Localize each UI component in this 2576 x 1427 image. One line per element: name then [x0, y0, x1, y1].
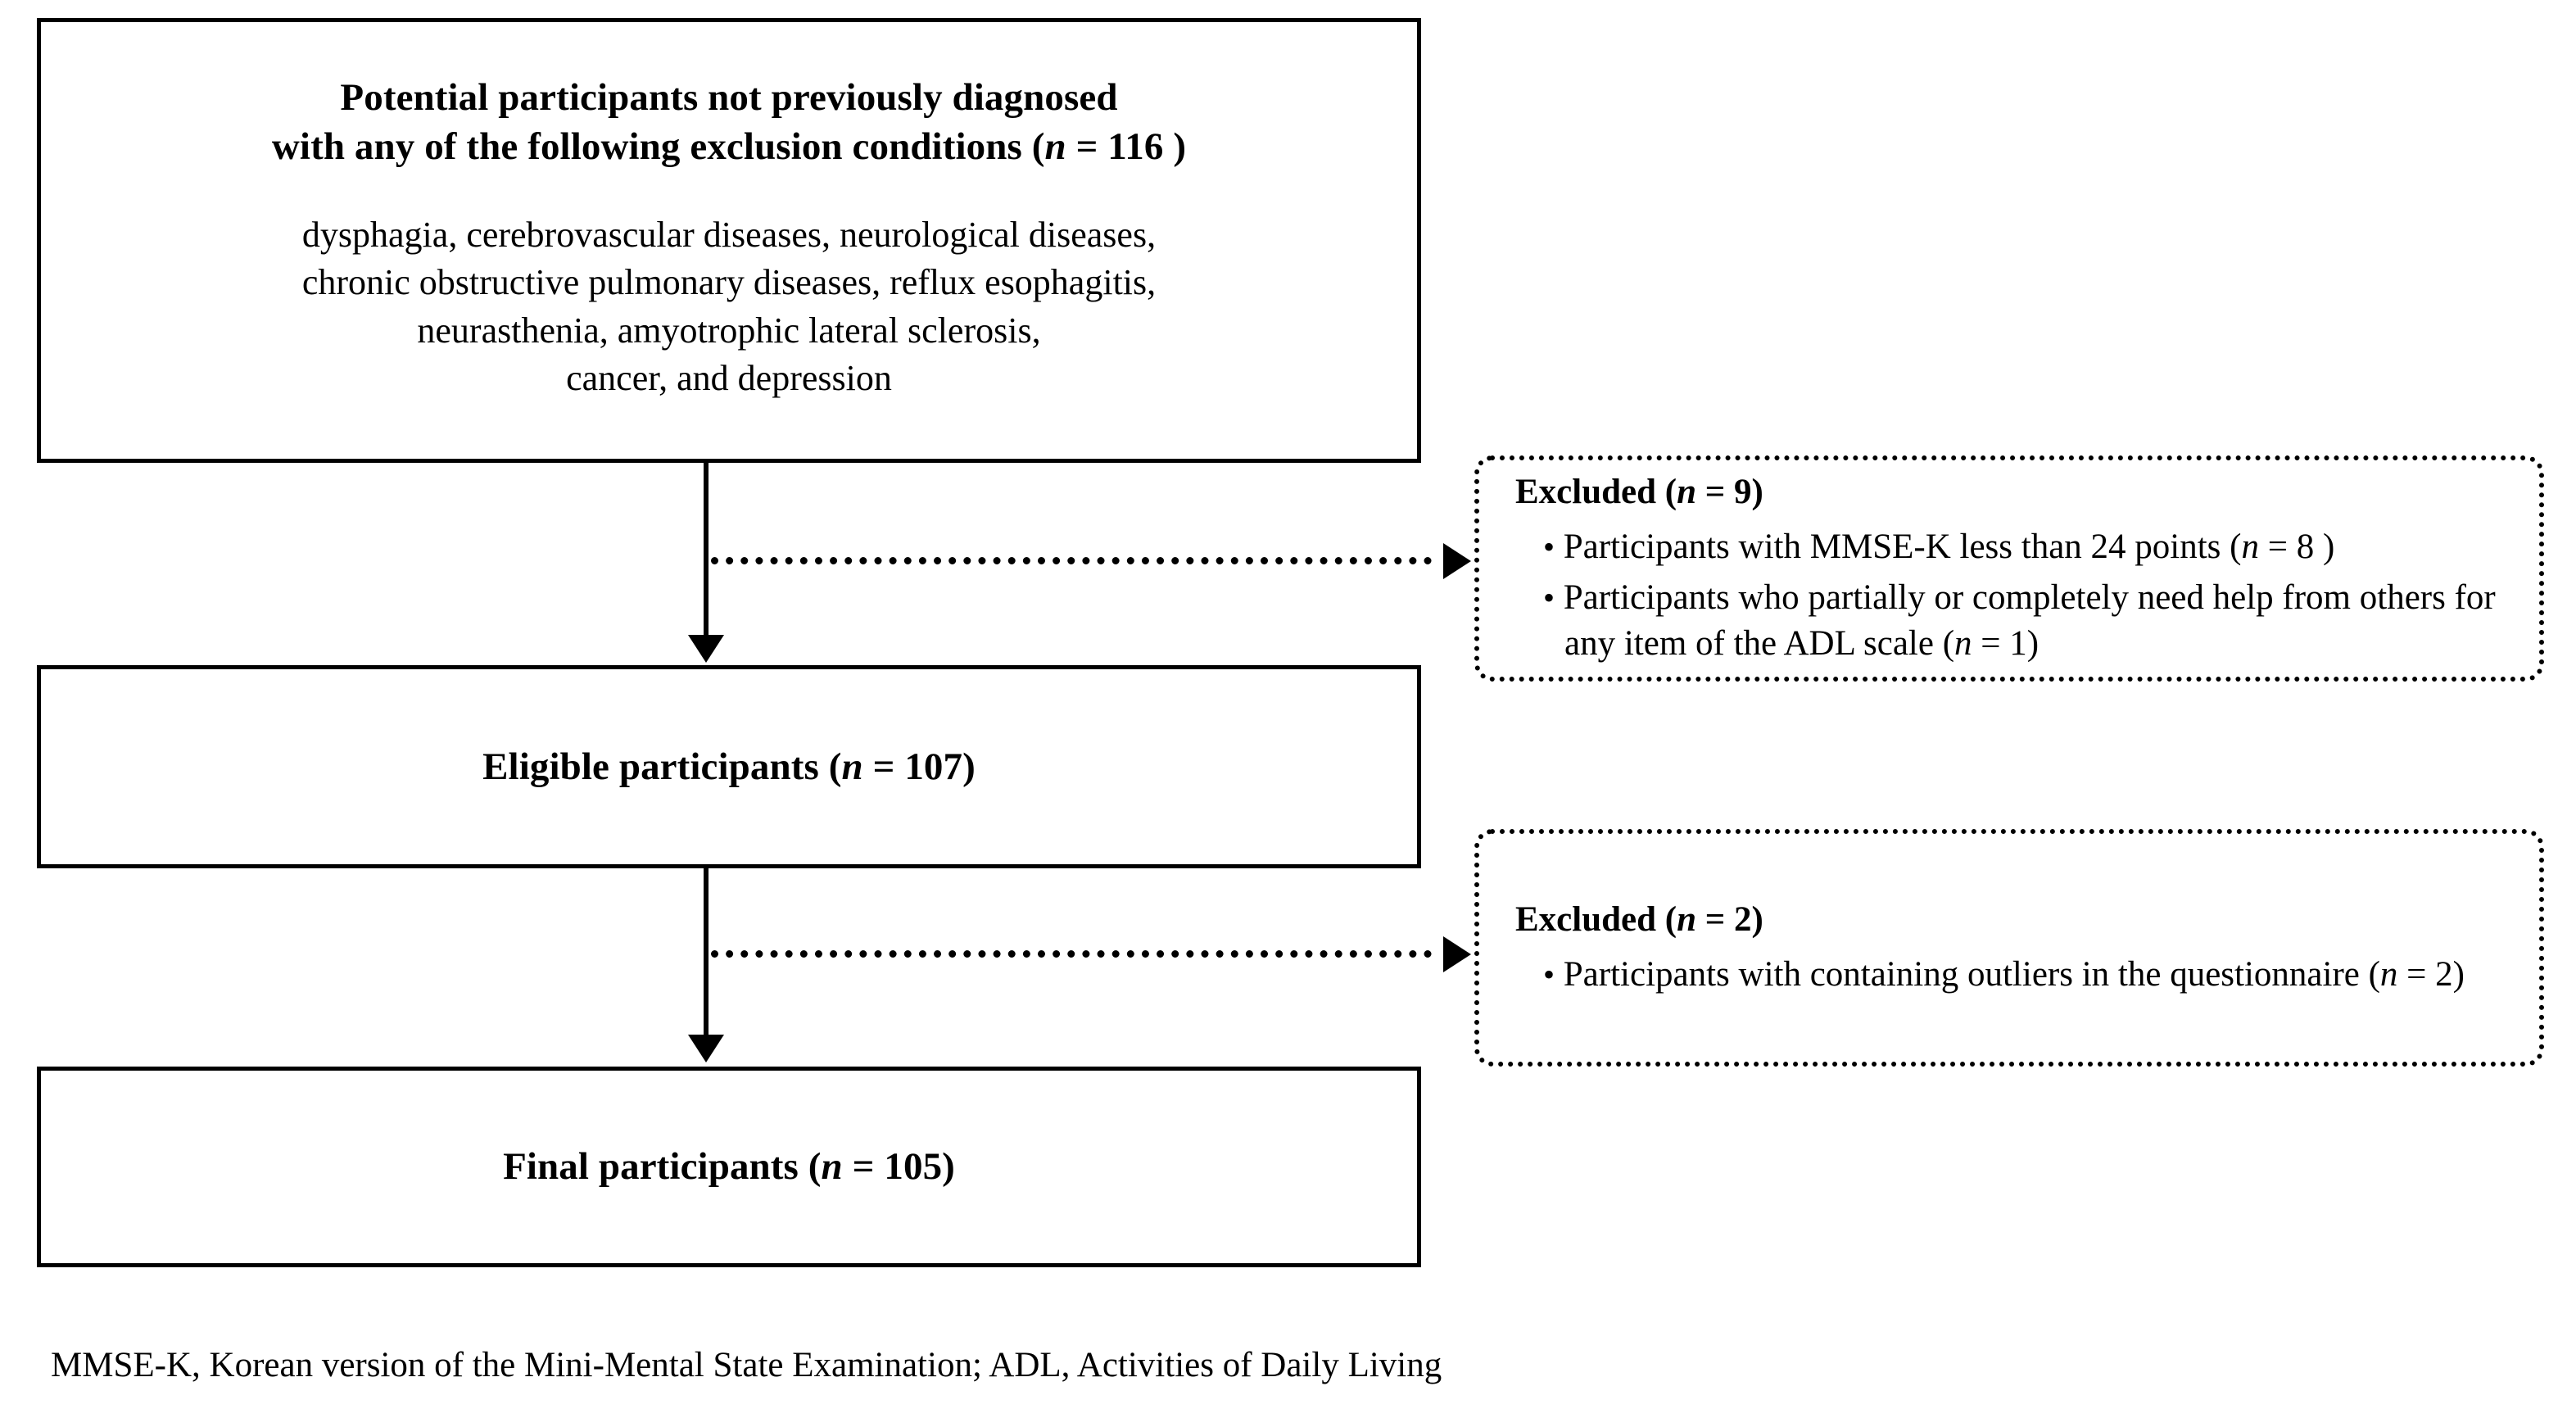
excluded-2-heading-prefix: Excluded (	[1515, 900, 1677, 940]
potential-participants-title: Potential participants not previously di…	[272, 73, 1186, 171]
excluded-1-heading: Excluded (n = 9)	[1479, 470, 2539, 514]
potential-title-line1: Potential participants not previously di…	[340, 76, 1118, 120]
list-item: • Participants who partially or complete…	[1543, 575, 2516, 667]
excluded-2-items: • Participants with containing outliers …	[1479, 947, 2539, 998]
excluded-2-item-0-suffix: = 2)	[2397, 954, 2465, 994]
n-symbol: n	[1677, 900, 1697, 940]
excluded-1-heading-suffix: = 9)	[1696, 473, 1763, 512]
box-final-participants: Final participants (n = 105)	[37, 1067, 1421, 1267]
box-potential-participants: Potential participants not previously di…	[37, 18, 1421, 463]
excluded-1-items: • Participants with MMSE-K less than 24 …	[1479, 519, 2539, 667]
list-item: • Participants with containing outliers …	[1543, 952, 2516, 998]
arrowhead-down-icon	[688, 1035, 724, 1062]
connector-line-potential-to-eligible	[704, 463, 709, 636]
n-symbol: n	[1954, 623, 1972, 663]
excluded-2-item-0-prefix: Participants with containing outliers in…	[1563, 954, 2380, 994]
excluded-1-item-1-prefix: Participants who partially or completely…	[1563, 578, 2496, 663]
bullet-icon: •	[1543, 528, 1555, 566]
list-item: • Participants with MMSE-K less than 24 …	[1543, 524, 2516, 570]
n-symbol: n	[821, 1145, 843, 1189]
exclusion-conditions-list: dysphagia, cerebrovascular diseases, neu…	[302, 211, 1156, 403]
conditions-line-4: cancer, and depression	[566, 358, 892, 399]
bullet-icon: •	[1543, 578, 1555, 616]
excluded-1-heading-prefix: Excluded (	[1515, 473, 1677, 512]
abbreviations-footnote: MMSE-K, Korean version of the Mini-Menta…	[51, 1346, 1442, 1384]
excluded-2-heading-suffix: = 2)	[1696, 900, 1763, 940]
n-symbol: n	[1677, 473, 1697, 512]
final-participants-label: Final participants (n = 105)	[503, 1142, 955, 1191]
conditions-line-1: dysphagia, cerebrovascular diseases, neu…	[301, 214, 1157, 255]
conditions-line-3: neurasthenia, amyotrophic lateral sclero…	[417, 310, 1041, 351]
eligible-label-prefix: Eligible participants (	[482, 745, 842, 788]
excluded-1-item-0-suffix: = 8 )	[2258, 528, 2335, 567]
n-symbol: n	[1044, 125, 1066, 169]
final-label-suffix: = 105)	[842, 1145, 955, 1189]
connector-dotted-exclusion-2	[711, 950, 1432, 958]
potential-title-line2-prefix: with any of the following exclusion cond…	[271, 125, 1045, 169]
excluded-1-item-0-prefix: Participants with MMSE-K less than 24 po…	[1563, 528, 2242, 567]
potential-title-line2-suffix: = 116 )	[1066, 125, 1187, 169]
box-eligible-participants: Eligible participants (n = 107)	[37, 665, 1421, 868]
conditions-line-2: chronic obstructive pulmonary diseases, …	[301, 262, 1157, 303]
arrowhead-down-icon	[688, 635, 724, 663]
box-excluded-2: Excluded (n = 2) • Participants with con…	[1474, 829, 2544, 1067]
n-symbol: n	[841, 745, 863, 788]
eligible-label-suffix: = 107)	[862, 745, 976, 788]
eligible-participants-label: Eligible participants (n = 107)	[482, 742, 976, 791]
n-symbol: n	[2241, 528, 2259, 567]
bullet-icon: •	[1543, 955, 1555, 993]
connector-line-eligible-to-final	[704, 868, 709, 1036]
n-symbol: n	[2379, 954, 2398, 994]
connector-dotted-exclusion-1	[711, 557, 1432, 564]
excluded-1-item-1-suffix: = 1)	[1972, 623, 2040, 663]
final-label-prefix: Final participants (	[503, 1145, 822, 1189]
excluded-2-heading: Excluded (n = 2)	[1479, 898, 2539, 942]
arrowhead-right-icon	[1443, 543, 1471, 579]
box-excluded-1: Excluded (n = 9) • Participants with MMS…	[1474, 455, 2544, 682]
arrowhead-right-icon	[1443, 936, 1471, 972]
